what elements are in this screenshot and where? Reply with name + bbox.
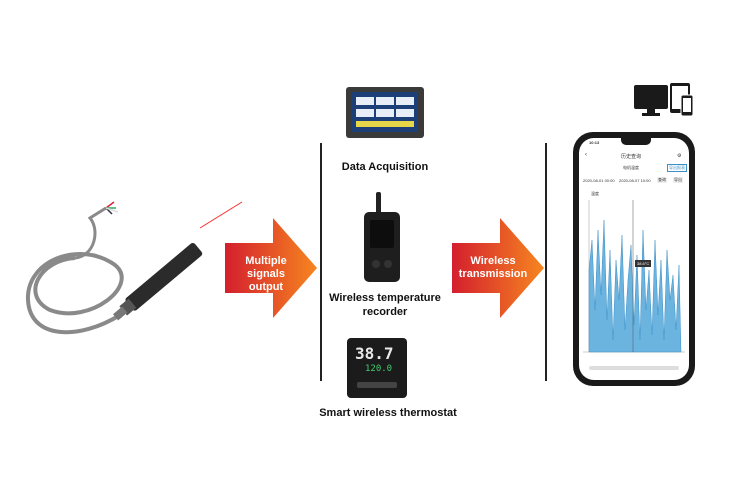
back-icon[interactable]: ‹	[585, 152, 587, 158]
wireless-transmission-arrow	[452, 218, 544, 318]
device-icons	[634, 83, 694, 117]
thermostat-sv: 120.0	[365, 364, 393, 374]
settings-icon[interactable]: ⚙	[677, 153, 682, 159]
query-button[interactable]: 查询	[657, 177, 667, 183]
signal-output-arrow	[225, 218, 317, 318]
phone-notch	[621, 138, 651, 145]
divider-left	[320, 143, 322, 381]
desktop-monitor-icon	[634, 85, 668, 116]
temperature-sensor-probe	[25, 201, 243, 335]
smartphone-icon	[680, 94, 694, 117]
smart-thermostat-device: 38.7 120.0	[347, 338, 407, 398]
chart-legend: 温度	[591, 191, 599, 196]
temperature-chart	[583, 200, 685, 353]
wireless-temperature-recorder	[364, 192, 400, 282]
data-acquisition-device	[346, 87, 424, 138]
chart-tooltip: 38.6°C	[635, 260, 652, 267]
smartphone-app: 10:13 ‹ 历史查询 ⚙ 电机温度 导出报表 2020-08-01 00:0…	[573, 132, 695, 386]
app-subtitle: 电机温度	[623, 165, 639, 170]
phone-screen: 10:13 ‹ 历史查询 ⚙ 电机温度 导出报表 2020-08-01 00:0…	[579, 138, 689, 380]
divider-right	[545, 143, 547, 381]
export-button[interactable]: 导出	[673, 177, 683, 183]
date-start-field[interactable]: 2020-08-01 00:00	[583, 178, 615, 183]
caption-smart-thermostat: Smart wireless thermostat	[319, 407, 457, 419]
caption-data-acquisition: Data Acquisition	[341, 161, 429, 173]
date-end-field[interactable]: 2020-08-07 10:00	[619, 178, 651, 183]
app-title: 历史查询	[621, 154, 642, 160]
thermostat-pv: 38.7	[355, 344, 394, 363]
chart-range-slider[interactable]	[589, 366, 679, 370]
status-time: 10:13	[589, 140, 600, 145]
export-report-button[interactable]: 导出报表	[667, 164, 687, 172]
